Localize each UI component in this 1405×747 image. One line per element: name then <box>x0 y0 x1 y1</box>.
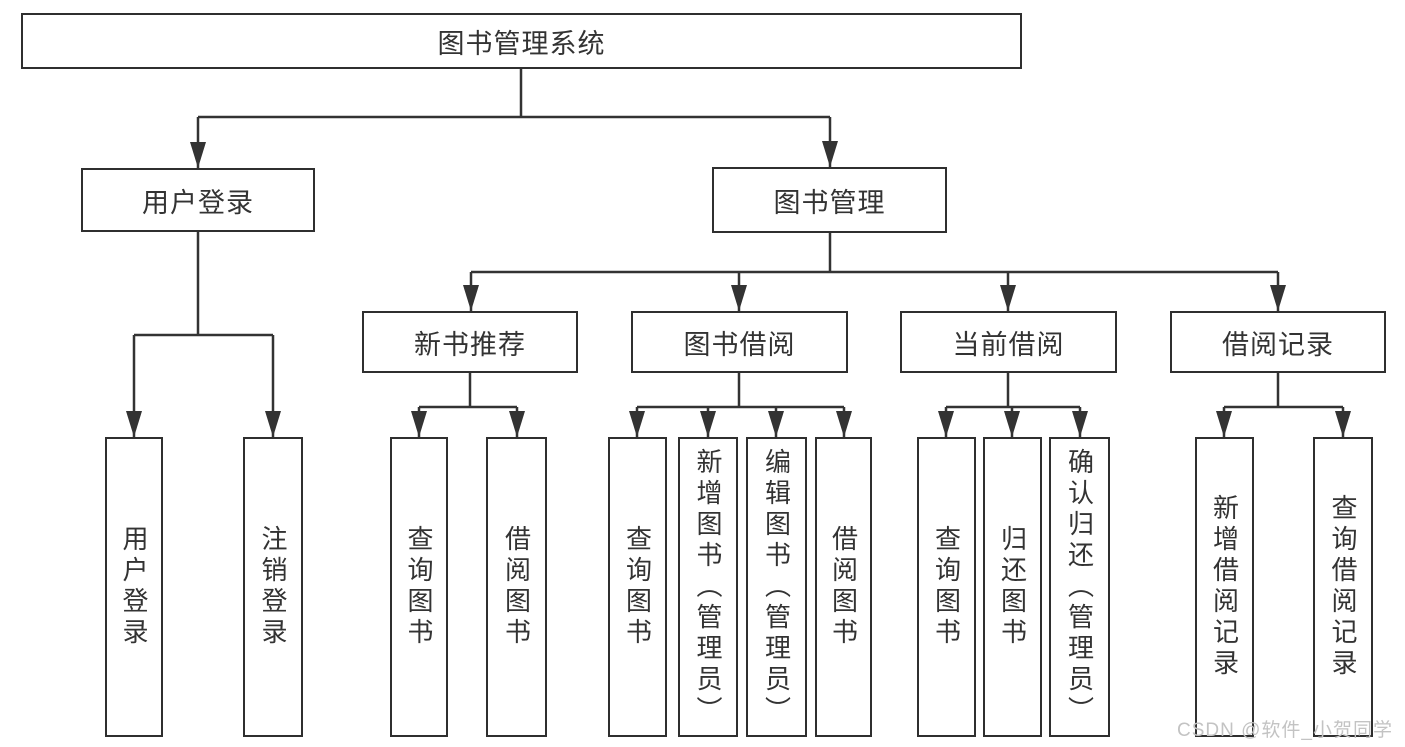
connector-newbooks-to-leaves <box>417 373 519 437</box>
leaf-borrow-books: 借阅图书 <box>815 437 872 737</box>
leaf-return-books: 归还图书 <box>983 437 1042 737</box>
node-label: 新书推荐 <box>414 329 526 360</box>
node-label: 查询借阅记录 <box>1328 494 1358 680</box>
node-label: 当前借阅 <box>952 329 1065 360</box>
leaf-query-books-current: 查询图书 <box>917 437 976 737</box>
node-label: 归还图书 <box>997 525 1028 649</box>
node-borrow-records: 借阅记录 <box>1170 311 1386 373</box>
node-label: 查询图书 <box>931 525 962 649</box>
node-label: 新增图书（管理员） <box>693 447 723 727</box>
node-label: 查询图书 <box>404 525 434 649</box>
leaf-query-books-borrowing: 查询图书 <box>608 437 667 737</box>
leaf-borrow-books-recommend: 借阅图书 <box>486 437 547 737</box>
node-label: 图书管理系统 <box>437 28 606 59</box>
node-label: 用户登录 <box>119 525 149 649</box>
node-label: 注销登录 <box>258 525 288 649</box>
connector-userlogin-to-leaves <box>132 232 275 437</box>
node-label: 新增借阅记录 <box>1209 494 1240 680</box>
node-root-system: 图书管理系统 <box>21 13 1022 69</box>
leaf-query-books-recommend: 查询图书 <box>390 437 448 737</box>
node-label: 用户登录 <box>142 187 254 218</box>
leaf-query-borrow-record: 查询借阅记录 <box>1313 437 1373 737</box>
node-label: 图书管理 <box>773 187 886 218</box>
node-current-borrowing: 当前借阅 <box>900 311 1117 373</box>
leaf-logout: 注销登录 <box>243 437 303 737</box>
leaf-user-login: 用户登录 <box>105 437 163 737</box>
node-label: 确认归还（管理员） <box>1064 447 1095 727</box>
csdn-watermark: CSDN @软件_小贺同学 <box>1177 720 1393 741</box>
node-label: 借阅图书 <box>501 525 532 649</box>
node-label: 编辑图书（管理员） <box>761 447 792 727</box>
node-book-borrowing: 图书借阅 <box>631 311 848 373</box>
node-label: 借阅记录 <box>1222 329 1334 360</box>
node-label: 查询图书 <box>622 525 653 649</box>
arrowheads <box>126 141 1351 437</box>
connector-bookmgmt-to-level3 <box>469 233 1280 311</box>
leaf-edit-books-admin: 编辑图书（管理员） <box>746 437 807 737</box>
node-new-book-recommend: 新书推荐 <box>362 311 578 373</box>
leaf-add-books-admin: 新增图书（管理员） <box>678 437 738 737</box>
leaf-add-borrow-record: 新增借阅记录 <box>1195 437 1254 737</box>
leaf-confirm-return-admin: 确认归还（管理员） <box>1049 437 1110 737</box>
node-book-management: 图书管理 <box>712 167 947 233</box>
connector-root-to-level2 <box>196 69 832 168</box>
node-user-login: 用户登录 <box>81 168 315 232</box>
connector-records-to-leaves <box>1222 373 1345 437</box>
node-label: 借阅图书 <box>828 525 859 649</box>
connector-borrowing-to-leaves <box>635 373 846 437</box>
node-label: 图书借阅 <box>683 329 796 360</box>
